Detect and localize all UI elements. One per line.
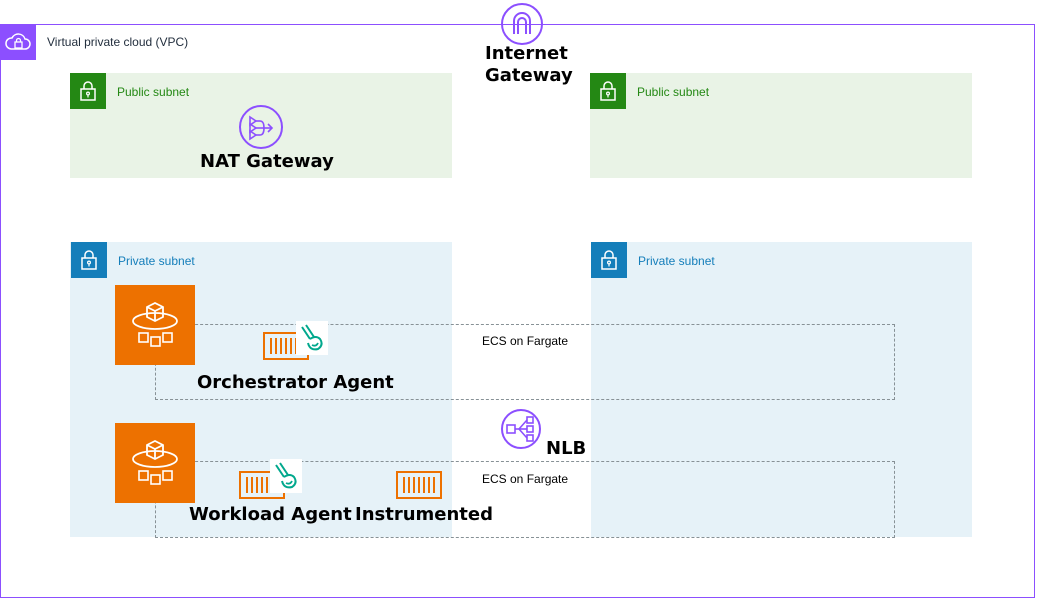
observability-badge-icon [270, 459, 302, 498]
internet-gateway-icon [500, 2, 544, 51]
lock-icon [71, 242, 107, 278]
internet-gateway-label-line1: Internet [485, 43, 568, 64]
public-subnet-left-label: Public subnet [117, 85, 190, 99]
vpc-label: Virtual private cloud (VPC) [47, 35, 189, 49]
private-subnet-right [591, 242, 972, 537]
nlb-label: NLB [546, 438, 587, 459]
public-subnet-right-label: Public subnet [637, 85, 710, 99]
fargate-icon [115, 285, 195, 365]
instrumented-label: Instrumented [355, 504, 493, 525]
public-subnet-right [590, 73, 972, 178]
fargate-icon [115, 423, 195, 503]
public-subnet-left [70, 73, 452, 178]
nat-gateway-label: NAT Gateway [200, 151, 334, 172]
observability-badge-icon [296, 321, 328, 360]
container-icon [396, 470, 442, 505]
nat-gateway-icon [238, 104, 284, 155]
lock-icon [70, 73, 106, 109]
internet-gateway-label-line2: Gateway [485, 65, 573, 86]
ecs-fargate-label-top: ECS on Fargate [482, 334, 569, 348]
ecs-fargate-label-bottom: ECS on Fargate [482, 472, 569, 486]
lock-icon [590, 73, 626, 109]
network-load-balancer-icon [500, 408, 542, 455]
private-subnet-left-label: Private subnet [118, 254, 195, 268]
private-subnet-right-label: Private subnet [638, 254, 715, 268]
workload-agent-label: Workload Agent [189, 504, 352, 525]
internet-gateway-label: Internet Gateway [485, 43, 573, 87]
orchestrator-agent-label: Orchestrator Agent [197, 372, 394, 393]
lock-icon [591, 242, 627, 278]
cloud-lock-icon [0, 24, 36, 60]
